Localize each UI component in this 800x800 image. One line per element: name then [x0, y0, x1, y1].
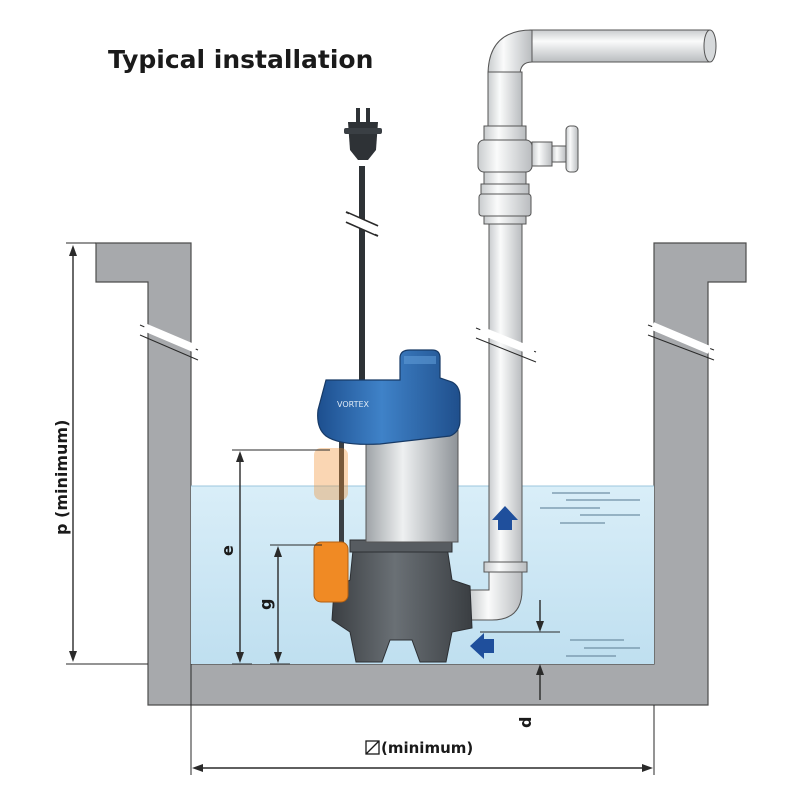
submersible-pump: VORTEX	[317, 349, 473, 663]
discharge-pipe	[469, 29, 717, 621]
sump-walls	[95, 242, 747, 706]
dimension-g	[270, 544, 322, 665]
dimension-width	[190, 664, 655, 775]
dimension-p-label: p (minimum)	[52, 420, 71, 535]
dimension-e	[232, 449, 330, 665]
float-switch-cable	[339, 440, 344, 600]
float-switch	[313, 541, 349, 603]
dimension-e-label: e	[218, 545, 237, 556]
float-switch-upper-position	[314, 448, 348, 500]
dimension-p	[66, 242, 148, 665]
diameter-symbol-icon	[365, 740, 380, 755]
dimension-g-label: g	[256, 599, 275, 610]
flow-up-arrow-icon	[492, 506, 518, 530]
flow-in-arrow-icon	[470, 633, 494, 659]
power-cable	[345, 166, 379, 381]
pump-brand-label: VORTEX	[337, 400, 370, 409]
dimension-d	[480, 600, 560, 700]
diagram-title: Typical installation	[108, 45, 373, 74]
dimension-d-label: d	[516, 717, 535, 728]
plug-icon	[344, 108, 382, 160]
dimension-width-label: (minimum)	[381, 739, 473, 757]
